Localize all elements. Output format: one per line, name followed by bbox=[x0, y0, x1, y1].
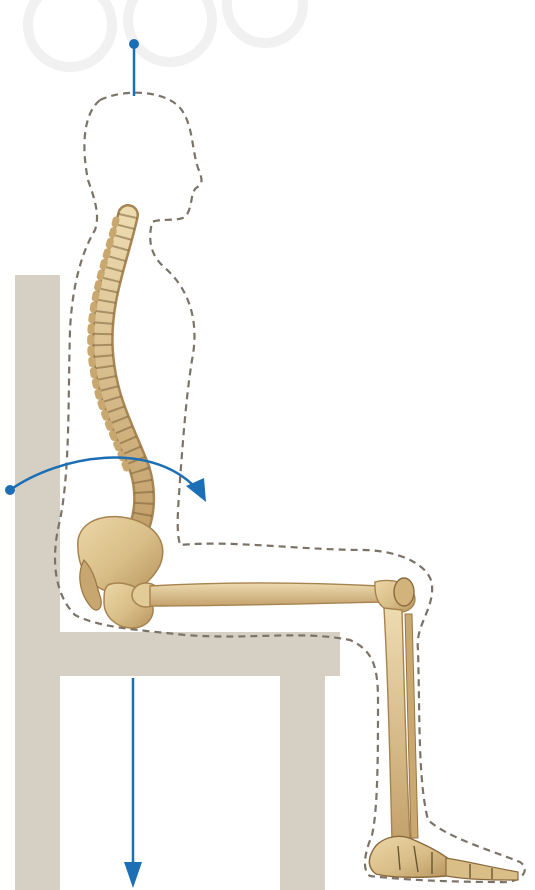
lower-leg bbox=[384, 608, 418, 842]
pelvis bbox=[78, 517, 163, 628]
patella bbox=[394, 578, 414, 606]
spine bbox=[91, 215, 144, 525]
arrow-down-head bbox=[124, 862, 142, 888]
femur bbox=[150, 581, 415, 613]
ankle-bones bbox=[369, 836, 450, 877]
metatarsals bbox=[446, 858, 518, 880]
watermark-circles bbox=[28, 0, 303, 67]
foot bbox=[369, 836, 518, 880]
chair-backrest bbox=[15, 275, 60, 890]
femur-shaft bbox=[150, 583, 382, 606]
spinal-column bbox=[103, 215, 144, 525]
chair-seat bbox=[55, 632, 340, 676]
chair-front-leg bbox=[280, 676, 325, 890]
